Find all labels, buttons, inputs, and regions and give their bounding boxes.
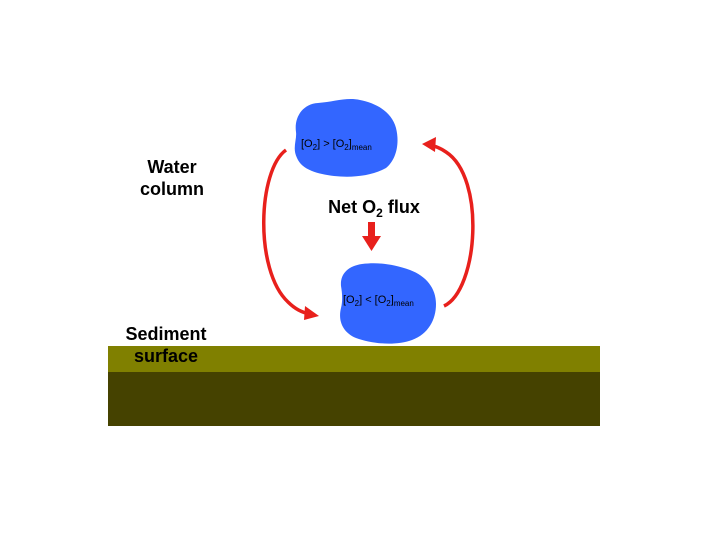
flux-prefix: Net O [328,197,377,217]
sediment-deep-layer [108,372,600,426]
bottom-rhs-sub: 2 [386,299,391,308]
bottom-lhs-sub: 2 [354,299,360,308]
top-lhs-sub: 2 [312,143,318,152]
sediment-line2: surface [133,346,199,366]
right-circulation-arrow [431,144,475,308]
flux-arrow-shaft [368,222,375,238]
bottom-operator: ] < [O [359,294,387,306]
flux-suffix: flux [382,197,420,217]
left-arrowhead [304,306,319,320]
bottom-rhs-close: ] [390,294,394,306]
top-operator: ] > [O [317,138,345,150]
parcel-top-equation: [O2] > [O2]mean [301,138,372,152]
left-circulation-arrow [262,148,311,316]
sediment-line1: Sediment [125,324,207,344]
top-rhs-sub: 2 [344,143,349,152]
flux-subscript: 2 [376,206,383,220]
water-column-line1: Water [147,157,197,177]
sediment-surface-layer [108,346,600,372]
top-rhs-close: ] [348,138,352,150]
water-column-label: Water column [122,156,222,200]
bottom-rhs-mean: mean [393,299,414,308]
net-flux-label: Net O2 flux [316,196,432,220]
bottom-lhs-open: [O [343,294,355,306]
water-parcel-top [294,99,398,177]
water-column-line2: column [139,179,204,199]
top-lhs-open: [O [301,138,313,150]
parcel-bottom-equation: [O2] < [O2]mean [343,294,414,308]
sediment-surface-label: Sediment surface [112,323,220,367]
flux-arrow-head [362,236,381,251]
water-parcel-bottom [340,263,436,344]
top-rhs-mean: mean [351,143,372,152]
right-arrowhead [422,137,436,152]
